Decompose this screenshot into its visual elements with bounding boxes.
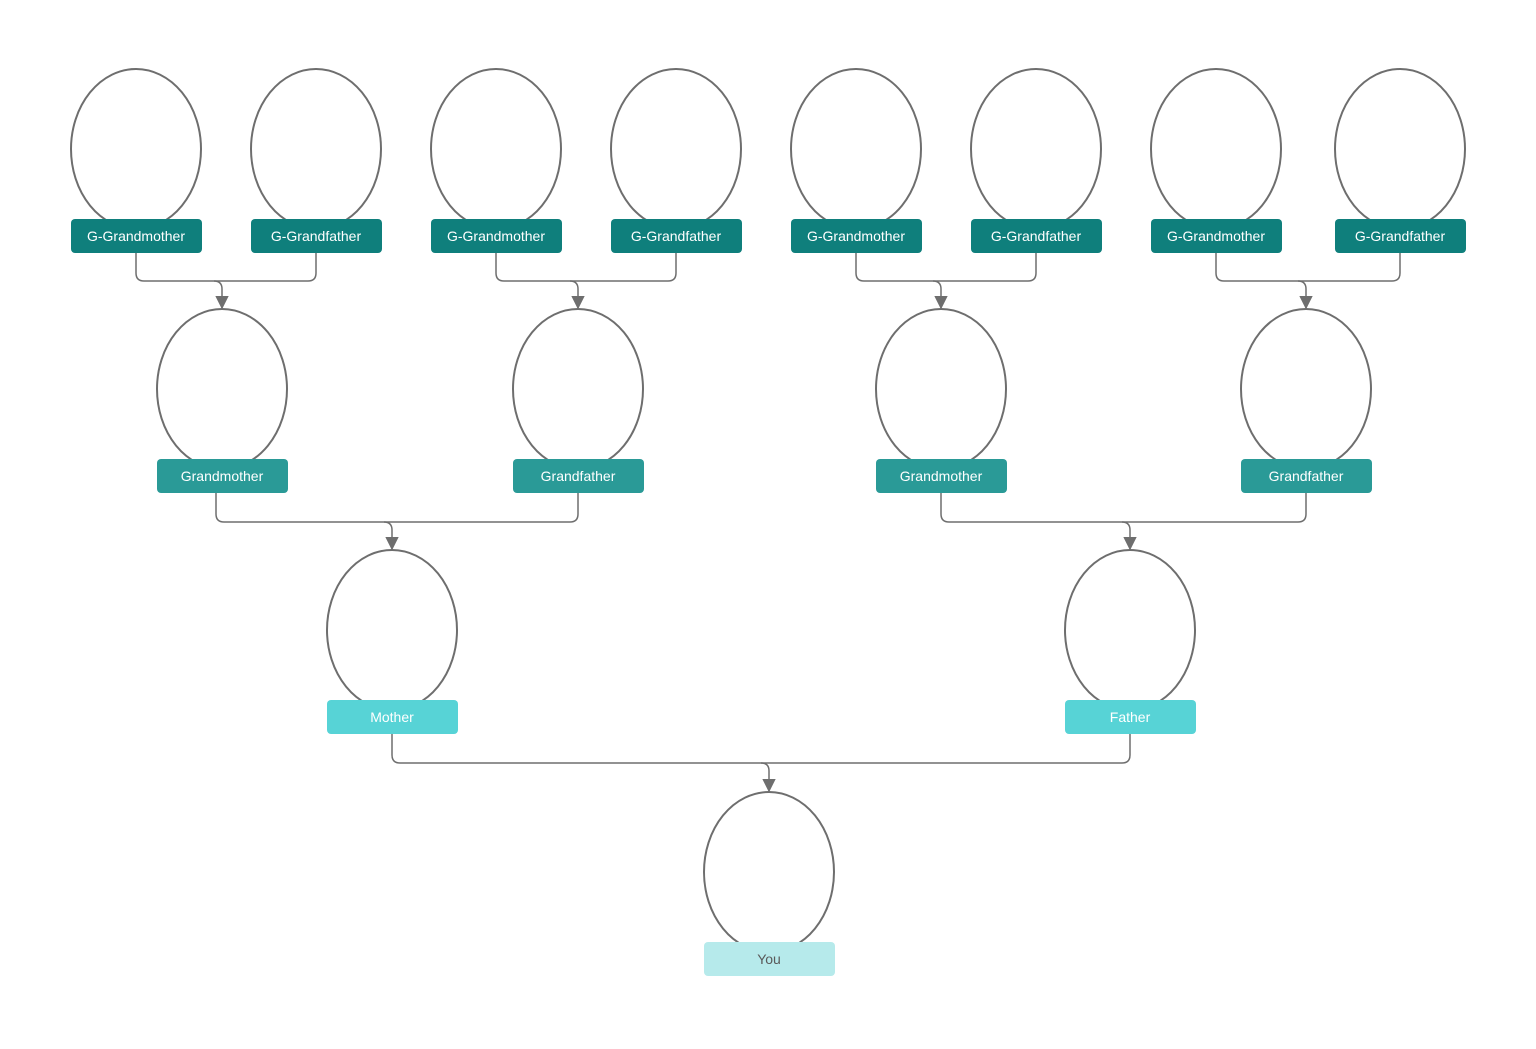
great-grandparent-portrait-frame bbox=[250, 68, 382, 230]
great-grandparent-portrait-frame bbox=[790, 68, 922, 230]
you-label: You bbox=[703, 942, 835, 976]
great-grandparent-label: G-Grandfather bbox=[970, 219, 1102, 253]
great-grandparent-label: G-Grandfather bbox=[250, 219, 382, 253]
you-portrait-frame bbox=[703, 791, 835, 953]
great-grandparent-portrait-frame bbox=[1150, 68, 1282, 230]
grandparent-portrait-frame bbox=[512, 308, 644, 470]
grandparent-portrait-frame bbox=[156, 308, 288, 470]
great-grandparent-portrait-frame bbox=[430, 68, 562, 230]
connector-parents-to-you-arrow bbox=[760, 762, 776, 793]
great-grandparent-label: G-Grandmother bbox=[1150, 219, 1282, 253]
connector-parents-to-you-bracket bbox=[391, 734, 1131, 764]
grandparent-portrait-frame bbox=[1240, 308, 1372, 470]
great-grandparent-portrait-frame bbox=[70, 68, 202, 230]
connector-gg-to-g-3-bracket bbox=[855, 253, 1037, 282]
connector-gg-to-g-1-bracket bbox=[135, 253, 317, 282]
parent-label: Mother bbox=[326, 700, 458, 734]
great-grandparent-label: G-Grandmother bbox=[70, 219, 202, 253]
great-grandparent-label: G-Grandmother bbox=[790, 219, 922, 253]
parent-label: Father bbox=[1064, 700, 1196, 734]
grandparent-label: Grandmother bbox=[875, 459, 1007, 493]
grandparent-label: Grandfather bbox=[1240, 459, 1372, 493]
parent-portrait-frame bbox=[326, 549, 458, 711]
connector-gg-to-g-4-bracket bbox=[1215, 253, 1401, 282]
connector-g-to-mother-arrow bbox=[383, 521, 399, 551]
great-grandparent-label: G-Grandfather bbox=[1334, 219, 1466, 253]
connector-gg-to-g-2-bracket bbox=[495, 253, 677, 282]
grandparent-portrait-frame bbox=[875, 308, 1007, 470]
parent-portrait-frame bbox=[1064, 549, 1196, 711]
great-grandparent-portrait-frame bbox=[970, 68, 1102, 230]
great-grandparent-portrait-frame bbox=[1334, 68, 1466, 230]
connector-gg-to-g-4-arrow bbox=[1297, 280, 1313, 310]
great-grandparent-label: G-Grandfather bbox=[610, 219, 742, 253]
grandparent-label: Grandfather bbox=[512, 459, 644, 493]
connector-g-to-father-bracket bbox=[940, 493, 1307, 523]
connector-g-to-mother-bracket bbox=[215, 493, 579, 523]
grandparent-label: Grandmother bbox=[156, 459, 288, 493]
great-grandparent-label: G-Grandmother bbox=[430, 219, 562, 253]
connector-g-to-father-arrow bbox=[1121, 521, 1137, 551]
connector-gg-to-g-1-arrow bbox=[213, 280, 229, 310]
great-grandparent-portrait-frame bbox=[610, 68, 742, 230]
connector-gg-to-g-2-arrow bbox=[569, 280, 585, 310]
connector-gg-to-g-3-arrow bbox=[932, 280, 948, 310]
